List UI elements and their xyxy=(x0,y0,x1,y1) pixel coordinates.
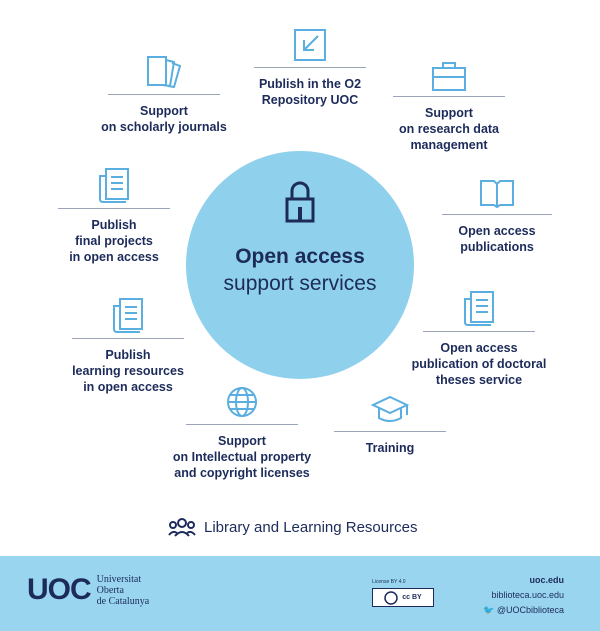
service-publish-o2: Publish in the O2 Repository UOC xyxy=(250,27,370,108)
service-label: Support on research data management xyxy=(398,106,500,152)
footer: UOC Universitat Oberta de Catalunya Lice… xyxy=(0,556,600,631)
uoc-logo[interactable]: UOC Universitat Oberta de Catalunya xyxy=(27,573,149,607)
service-doctoral-theses: Open access publication of doctoral thes… xyxy=(406,289,552,388)
padlock-icon xyxy=(285,181,315,223)
uoc-logo-mark: UOC xyxy=(27,573,92,606)
people-icon xyxy=(168,518,196,537)
service-research-data: Support on research data management xyxy=(393,60,505,153)
divider xyxy=(254,67,366,68)
briefcase-icon xyxy=(432,62,466,91)
license-text: License BY 4.0 xyxy=(372,579,406,585)
cc-badge-label: cc BY xyxy=(402,594,422,601)
library-line: Library and Learning Resources xyxy=(168,516,417,538)
divider xyxy=(108,94,220,95)
service-label: Publish final projects in open access xyxy=(69,218,159,264)
center-subtitle: support services xyxy=(223,272,377,295)
divider xyxy=(58,208,170,209)
service-learning-resources: Publish learning resources in open acces… xyxy=(64,296,192,395)
twitter-icon: 🐦 xyxy=(483,605,495,615)
service-training: Training xyxy=(334,393,446,456)
service-ip-licenses: Support on Intellectual property and cop… xyxy=(162,384,322,481)
service-label: Publish in the O2 Repository UOC xyxy=(258,77,362,107)
mortarboard-icon xyxy=(370,395,410,422)
document-icon xyxy=(464,291,494,326)
document-icon xyxy=(99,168,129,203)
globe-icon xyxy=(227,387,257,417)
uoc-logo-name: Universitat Oberta de Catalunya xyxy=(96,573,150,607)
divider xyxy=(334,431,446,432)
contact-block: uoc.edu biblioteca.uoc.edu 🐦 @UOCbibliot… xyxy=(483,573,564,618)
service-label: Open access publication of doctoral thes… xyxy=(411,341,547,387)
center-circle xyxy=(186,151,414,379)
service-label: Publish learning resources in open acces… xyxy=(72,348,184,394)
book-icon xyxy=(480,180,514,209)
site-link[interactable]: uoc.edu xyxy=(529,575,564,585)
divider xyxy=(442,214,552,215)
divider xyxy=(423,331,535,332)
document-icon xyxy=(113,298,143,333)
cc-icon xyxy=(384,590,399,605)
cc-by-badge[interactable]: cc BY xyxy=(372,588,434,607)
divider xyxy=(72,338,184,339)
service-label: Support on scholarly journals xyxy=(101,104,227,134)
service-label: Support on Intellectual property and cop… xyxy=(172,434,312,480)
service-label: Open access publications xyxy=(458,224,536,254)
twitter-link[interactable]: 🐦 @UOCbiblioteca xyxy=(483,603,564,618)
service-label: Training xyxy=(365,441,415,455)
divider xyxy=(393,96,505,97)
service-scholarly-journals: Support on scholarly journals xyxy=(96,54,232,135)
twitter-handle: @UOCbiblioteca xyxy=(496,605,564,615)
divider xyxy=(186,424,298,425)
license-block: License BY 4.0 cc BY xyxy=(372,579,434,607)
arrow-in-box-icon xyxy=(294,29,326,61)
center-title: Open access xyxy=(235,245,365,268)
service-final-projects: Publish final projects in open access xyxy=(58,166,170,265)
service-oa-publications: Open access publications xyxy=(442,176,552,255)
library-label: Library and Learning Resources xyxy=(204,518,418,536)
library-site-link[interactable]: biblioteca.uoc.edu xyxy=(491,590,564,600)
journals-icon xyxy=(147,56,182,89)
